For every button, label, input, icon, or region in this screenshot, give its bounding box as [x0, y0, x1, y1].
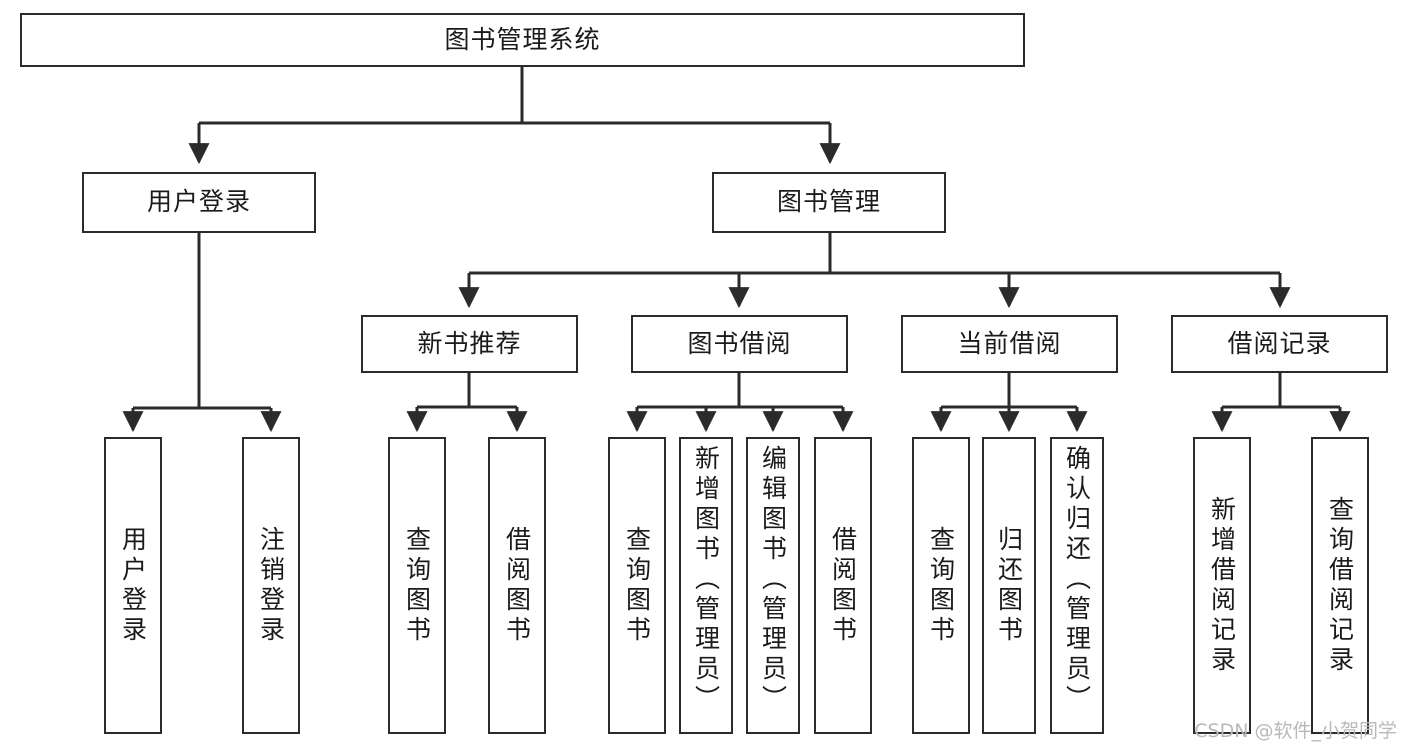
leaf-confirm-return-admin-label: 确认归还（管理员）: [1062, 445, 1092, 715]
leaf-query-borrow-record-label: 查询借阅记录: [1325, 495, 1355, 676]
node-book-borrow[interactable]: 图书借阅: [631, 315, 848, 373]
leaf-edit-book-admin[interactable]: 编辑图书（管理员）: [746, 437, 800, 734]
leaf-query-borrow-record[interactable]: 查询借阅记录: [1311, 437, 1369, 734]
leaf-current-query-book[interactable]: 查询图书: [912, 437, 970, 734]
leaf-logout-login-label: 注销登录: [256, 525, 286, 646]
leaf-logout-login[interactable]: 注销登录: [242, 437, 300, 734]
watermark: CSDN @软件_小贺同学: [1194, 720, 1397, 742]
node-borrow-record[interactable]: 借阅记录: [1171, 315, 1388, 373]
node-new-book-recommend-label: 新书推荐: [417, 328, 522, 358]
leaf-borrow-book-label: 借阅图书: [828, 525, 858, 646]
leaf-return-book-label: 归还图书: [994, 525, 1024, 646]
node-book-borrow-label: 图书借阅: [687, 328, 792, 358]
node-book-management[interactable]: 图书管理: [712, 172, 946, 233]
leaf-user-login[interactable]: 用户登录: [104, 437, 162, 734]
leaf-confirm-return-admin[interactable]: 确认归还（管理员）: [1050, 437, 1104, 734]
leaf-borrow-query-book-label: 查询图书: [622, 525, 652, 646]
leaf-recommend-query-book-label: 查询图书: [402, 525, 432, 646]
leaf-add-book-admin-label: 新增图书（管理员）: [691, 445, 721, 715]
leaf-current-query-book-label: 查询图书: [926, 525, 956, 646]
leaf-return-book[interactable]: 归还图书: [982, 437, 1036, 734]
node-book-management-label: 图书管理: [776, 187, 881, 217]
node-borrow-record-label: 借阅记录: [1227, 328, 1332, 358]
leaf-add-borrow-record-label: 新增借阅记录: [1207, 495, 1237, 676]
leaf-recommend-query-book[interactable]: 查询图书: [388, 437, 446, 734]
leaf-user-login-label: 用户登录: [118, 525, 148, 646]
leaf-recommend-borrow-book[interactable]: 借阅图书: [488, 437, 546, 734]
node-current-borrow-label: 当前借阅: [957, 328, 1062, 358]
leaf-add-borrow-record[interactable]: 新增借阅记录: [1193, 437, 1251, 734]
leaf-borrow-book[interactable]: 借阅图书: [814, 437, 872, 734]
leaf-add-book-admin[interactable]: 新增图书（管理员）: [679, 437, 733, 734]
node-current-borrow[interactable]: 当前借阅: [901, 315, 1118, 373]
leaf-edit-book-admin-label: 编辑图书（管理员）: [758, 445, 788, 715]
leaf-borrow-query-book[interactable]: 查询图书: [608, 437, 666, 734]
node-root[interactable]: 图书管理系统: [20, 13, 1025, 67]
node-user-login-label: 用户登录: [146, 187, 251, 217]
node-root-label: 图书管理系统: [444, 24, 601, 54]
node-user-login[interactable]: 用户登录: [82, 172, 316, 233]
node-new-book-recommend[interactable]: 新书推荐: [361, 315, 578, 373]
leaf-recommend-borrow-book-label: 借阅图书: [502, 525, 532, 646]
